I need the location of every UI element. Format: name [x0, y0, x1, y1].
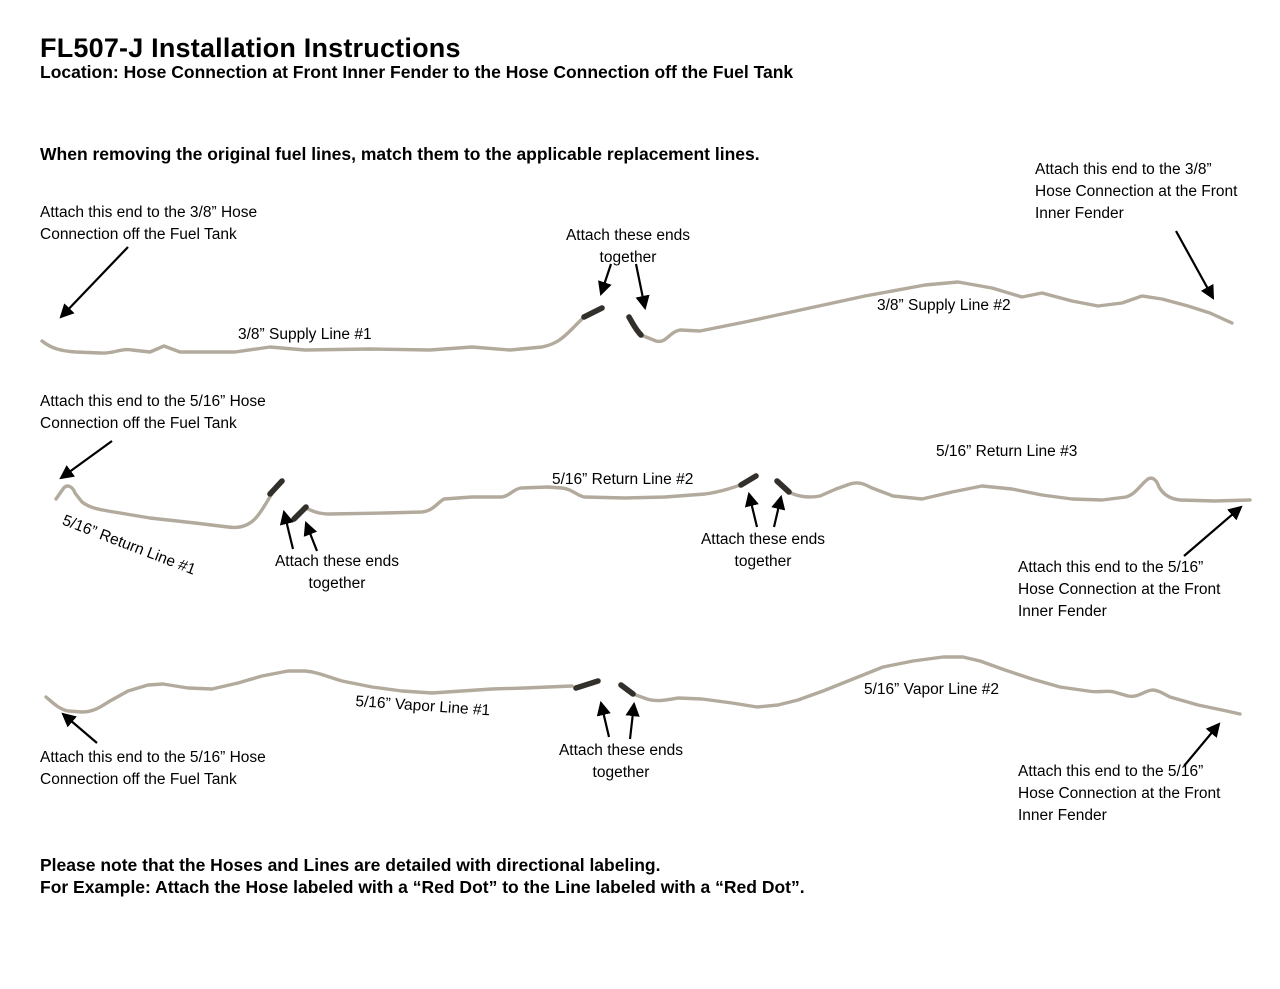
fuel-lines — [40, 280, 1252, 716]
annotation-text-line: Attach this end to the 3/8” — [1035, 161, 1212, 178]
location-heading: Location: Hose Connection at Front Inner… — [40, 62, 794, 82]
annotation-text-line: Attach this end to the 5/16” — [1018, 763, 1204, 780]
return-line-2-start-fitting — [291, 504, 309, 522]
annotation-text-line: Connection off the Fuel Tank — [40, 415, 237, 432]
arrow-return-tank — [59, 440, 113, 480]
annotation-vapor-join: Attach these ends together — [548, 740, 694, 784]
return-line-3-start-fitting — [774, 478, 792, 495]
annotation-return-join-2: Attach these ends together — [690, 529, 836, 573]
return-line-2-path — [304, 481, 747, 516]
arrow-vapor-tank — [61, 712, 98, 744]
arrow-supply-join-right — [634, 263, 650, 311]
annotation-return-tank: Attach this end to the 5/16” Hose Connec… — [40, 391, 266, 435]
return-line-2-end-fitting — [738, 473, 759, 488]
arrow-return-join2-right — [771, 494, 786, 528]
callout-arrows — [59, 230, 1243, 767]
label-supply-line-2: 3/8” Supply Line #2 — [877, 297, 1011, 314]
annotation-text-line: Attach these ends — [565, 227, 691, 244]
annotation-text-line: Inner Fender — [1018, 807, 1107, 824]
annotation-text-line: together — [734, 553, 792, 570]
matching-note: When removing the original fuel lines, m… — [40, 144, 760, 164]
annotation-text-line: Inner Fender — [1018, 603, 1107, 620]
annotation-text-line: Attach this end to the 5/16” — [1018, 559, 1204, 576]
return-line-3-path — [787, 476, 1252, 503]
label-return-line-3: 5/16” Return Line #3 — [936, 443, 1078, 460]
vapor-line-1-end-fitting — [573, 678, 601, 691]
arrow-vapor-join-left — [596, 700, 611, 738]
line-fittings — [267, 305, 792, 697]
arrow-return-fender — [1183, 505, 1243, 557]
annotation-text-line: Connection off the Fuel Tank — [40, 771, 237, 788]
annotation-text-line: Attach these ends — [558, 742, 684, 759]
annotation-supply-join: Attach these ends together — [555, 225, 701, 269]
annotation-supply-fender: Attach this end to the 3/8” Hose Connect… — [1035, 159, 1237, 225]
annotation-text-line: Hose Connection at the Front — [1035, 183, 1238, 200]
vapor-line-2-path — [631, 655, 1242, 716]
label-supply-line-1: 3/8” Supply Line #1 — [238, 326, 372, 343]
return-line-1-end-fitting — [267, 478, 285, 497]
annotation-text-line: Inner Fender — [1035, 205, 1124, 222]
supply-line-2-start-fitting — [626, 314, 644, 338]
page-title: FL507-J Installation Instructions — [40, 33, 461, 63]
label-vapor-line-2: 5/16” Vapor Line #2 — [864, 681, 1000, 698]
return-line-1-path — [54, 484, 277, 530]
annotation-text-line: Attach this end to the 3/8” Hose — [40, 204, 258, 221]
annotation-text-line: Hose Connection at the Front — [1018, 785, 1221, 802]
arrow-supply-tank — [59, 246, 129, 319]
annotation-vapor-tank: Attach this end to the 5/16” Hose Connec… — [40, 747, 266, 791]
supply-line-1-path — [40, 309, 596, 355]
arrow-vapor-fender — [1183, 722, 1221, 767]
footer-note-1: Please note that the Hoses and Lines are… — [40, 855, 661, 875]
annotation-text-line: Attach these ends — [274, 553, 400, 570]
footer-note-2: For Example: Attach the Hose labeled wit… — [40, 877, 805, 897]
annotation-return-join-1: Attach these ends together — [264, 551, 410, 595]
arrow-supply-fender — [1175, 230, 1215, 300]
arrow-return-join2-left — [744, 491, 759, 528]
annotation-supply-tank: Attach this end to the 3/8” Hose Connect… — [40, 202, 257, 246]
supply-line-2-path — [639, 280, 1234, 344]
annotation-text-line: together — [308, 575, 366, 592]
annotation-text-line: Attach these ends — [700, 531, 826, 548]
annotation-text-line: Attach this end to the 5/16” Hose — [40, 393, 266, 410]
annotation-text-line: Connection off the Fuel Tank — [40, 226, 237, 243]
arrow-supply-join-left — [598, 263, 613, 297]
label-return-line-2: 5/16” Return Line #2 — [552, 471, 694, 488]
annotation-vapor-fender: Attach this end to the 5/16” Hose Connec… — [1018, 761, 1220, 827]
arrow-return-join1-right — [303, 521, 319, 552]
supply-line-1-end-fitting — [581, 305, 605, 320]
arrow-return-join1-left — [279, 509, 295, 550]
vapor-line-2-start-fitting — [618, 682, 636, 697]
annotation-text-line: Hose Connection at the Front — [1018, 581, 1221, 598]
vapor-line-1-path — [44, 669, 574, 714]
annotation-return-fender: Attach this end to the 5/16” Hose Connec… — [1018, 557, 1220, 623]
annotation-text-line: together — [592, 764, 650, 781]
annotation-text-line: together — [599, 249, 657, 266]
annotation-text-line: Attach this end to the 5/16” Hose — [40, 749, 266, 766]
arrow-vapor-join-right — [625, 701, 640, 740]
